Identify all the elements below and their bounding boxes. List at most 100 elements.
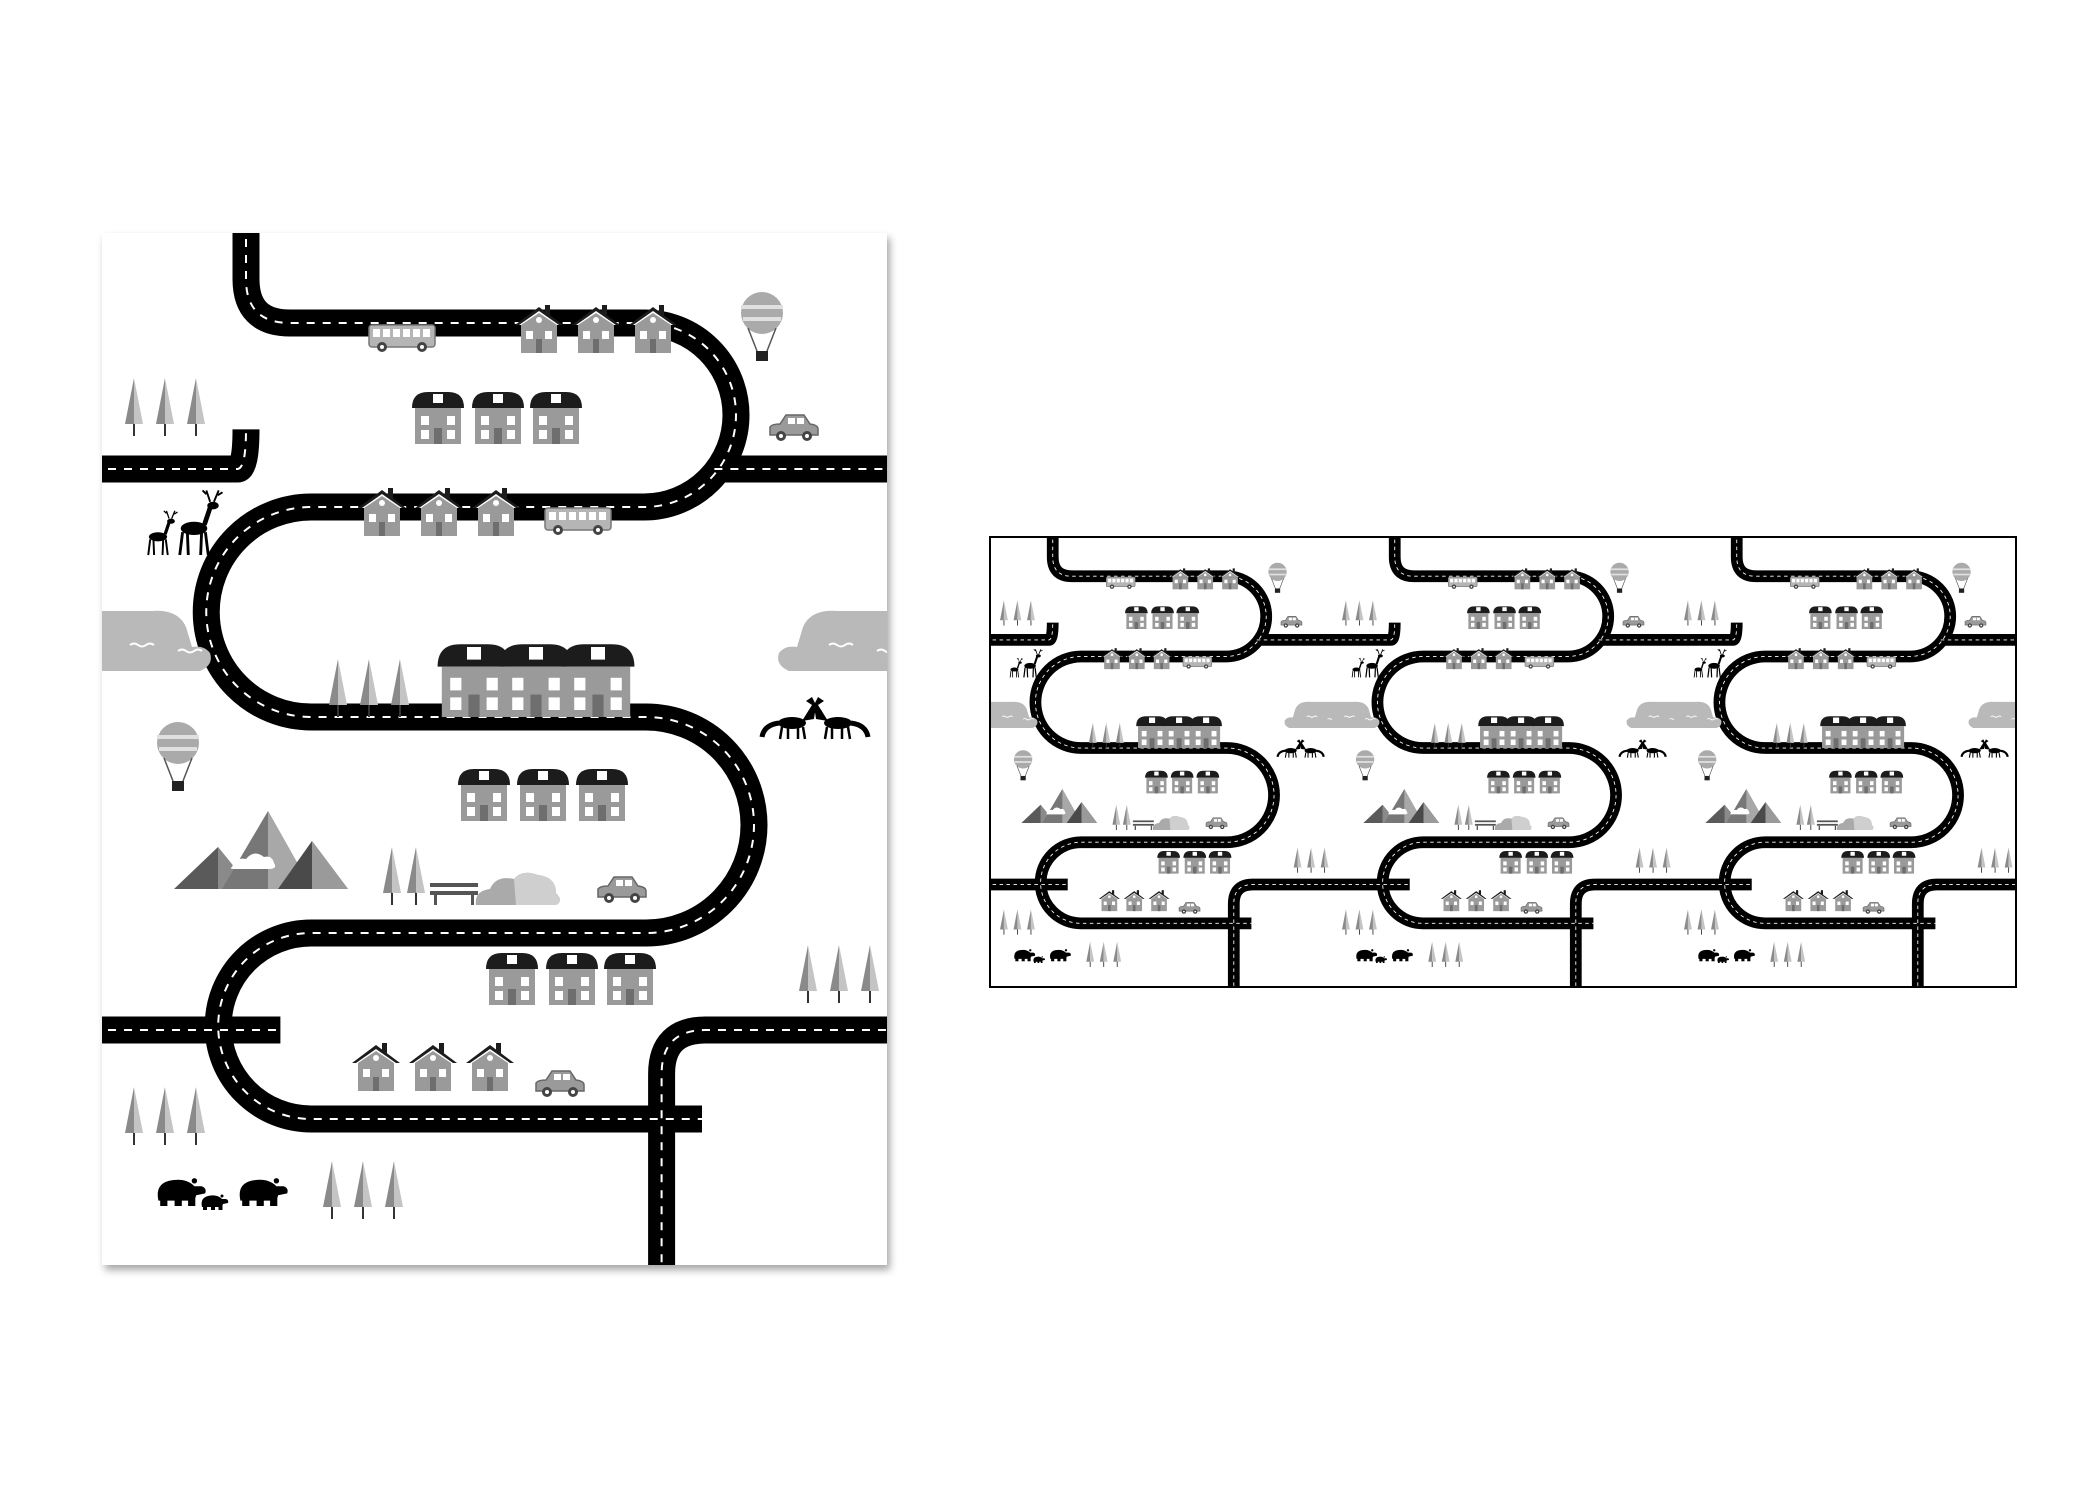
townhouse-icon	[1176, 606, 1200, 630]
deer-icon	[1707, 648, 1727, 678]
bench-icon	[430, 883, 478, 905]
townhouse-icon	[1847, 716, 1879, 749]
car-icon	[535, 1070, 585, 1097]
fox-icon	[1960, 739, 1988, 758]
road-network	[102, 233, 887, 1265]
bus-icon	[1866, 656, 1897, 669]
house-icon	[1511, 568, 1533, 590]
townhouse-icon	[1538, 770, 1562, 794]
townhouse-icon	[412, 392, 464, 444]
hot-air-balloon-icon	[1610, 562, 1629, 593]
townhouse-icon	[1512, 770, 1536, 794]
house-icon	[515, 305, 563, 353]
fox-icon	[1618, 739, 1646, 758]
tree-icon	[1115, 722, 1124, 749]
deer-icon	[1693, 657, 1708, 678]
hot-air-balloon-icon	[1013, 750, 1033, 781]
hot-air-balloon-icon	[157, 722, 199, 791]
townhouse-icon	[437, 644, 511, 717]
tiled-road-map-pattern	[989, 536, 2017, 988]
tree-icon	[1799, 722, 1808, 749]
car-icon	[1205, 817, 1228, 830]
house-icon	[1561, 568, 1583, 590]
bear-icon	[157, 1178, 206, 1206]
townhouse-icon	[1854, 770, 1878, 794]
house-icon	[1782, 890, 1804, 912]
house-icon	[1832, 890, 1854, 912]
townhouse-icon	[1880, 770, 1904, 794]
townhouse-icon	[1809, 606, 1832, 630]
house-icon	[1490, 890, 1512, 912]
townhouse-icon	[517, 769, 569, 821]
townhouse-icon	[1532, 716, 1564, 749]
bear-icon	[1391, 949, 1413, 962]
townhouse-icon	[530, 392, 582, 444]
deer-icon	[1023, 648, 1043, 678]
house-icon	[1536, 568, 1558, 590]
tree-icon	[156, 378, 174, 436]
fox-icon	[1297, 739, 1325, 758]
house-icon	[1151, 648, 1173, 670]
townhouse-icon	[1835, 606, 1858, 630]
tree-icon	[385, 1161, 403, 1219]
townhouse-icon	[1183, 850, 1207, 874]
bush-icon	[1494, 815, 1532, 831]
lake-icon	[102, 610, 211, 671]
house-icon	[1219, 568, 1241, 590]
house-icon	[1853, 568, 1875, 590]
car-icon	[1178, 902, 1201, 914]
house-icon	[1493, 648, 1515, 670]
townhouse-icon	[499, 644, 573, 717]
bus-icon	[1789, 576, 1820, 589]
bear-icon	[239, 1178, 288, 1206]
townhouse-icon	[1841, 850, 1864, 874]
tree-icon	[407, 847, 425, 905]
bench-icon	[1474, 820, 1496, 831]
tree-icon	[391, 659, 409, 717]
townhouse-icon	[604, 953, 656, 1005]
fox-icon	[808, 697, 871, 740]
townhouse-icon	[1493, 606, 1516, 630]
townhouse-icon	[1190, 716, 1222, 749]
tree-icon	[1457, 722, 1466, 749]
house-icon	[466, 1043, 514, 1091]
townhouse-icon	[1145, 770, 1168, 794]
house-icon	[358, 488, 406, 536]
townhouse-icon	[486, 953, 538, 1005]
townhouse-icon	[1478, 716, 1510, 749]
bear-icon	[1375, 956, 1388, 964]
house-icon	[1835, 648, 1857, 670]
lake-icon	[1626, 701, 1674, 728]
bear-icon	[1356, 949, 1378, 962]
mountain-icon	[1021, 789, 1098, 824]
townhouse-icon	[1467, 606, 1490, 630]
tree-icon	[1428, 941, 1437, 967]
house-icon	[572, 305, 620, 353]
townhouse-icon	[1196, 770, 1220, 794]
tree-icon	[383, 847, 401, 905]
tree-icon	[187, 378, 205, 436]
tree-icon	[830, 945, 848, 1003]
house-icon	[1807, 890, 1829, 912]
house-icon	[1443, 648, 1465, 670]
fox-icon	[1981, 739, 2009, 758]
tree-icon	[156, 1087, 174, 1145]
lake-icon	[1332, 701, 1380, 728]
house-icon	[1810, 648, 1832, 670]
hot-air-balloon-icon	[1355, 750, 1375, 781]
tree-icon	[1086, 941, 1095, 967]
tree-icon	[323, 1161, 341, 1219]
townhouse-icon	[1151, 606, 1174, 630]
car-icon	[1280, 616, 1303, 628]
deer-icon	[1365, 648, 1385, 678]
house-icon	[472, 488, 520, 536]
bus-icon	[1182, 656, 1213, 669]
townhouse-icon	[1505, 716, 1537, 749]
bear-icon	[1049, 949, 1071, 962]
car-icon	[1622, 616, 1645, 628]
townhouse-icon	[1892, 850, 1916, 874]
bench-icon	[1132, 820, 1154, 831]
pattern-tile	[1674, 537, 2016, 987]
tree-icon	[1772, 722, 1781, 749]
